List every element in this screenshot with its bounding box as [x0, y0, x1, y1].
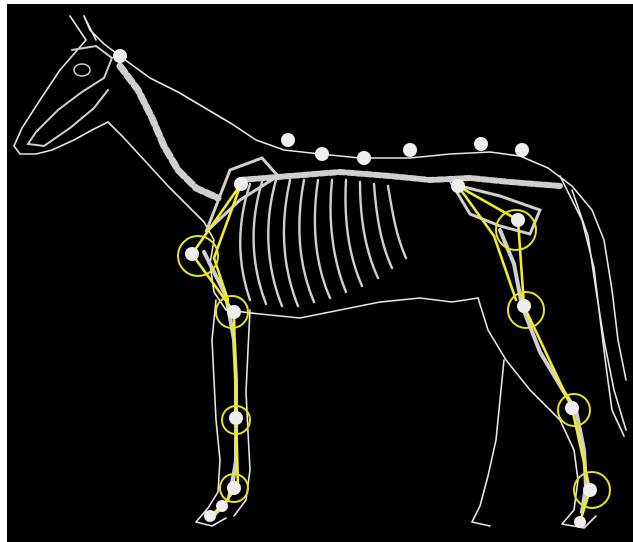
back-marker-1	[315, 147, 329, 161]
white-markers	[113, 49, 597, 528]
croup-marker-1	[474, 137, 488, 151]
horse-skeleton-figure	[7, 4, 633, 542]
horse-anatomy-canvas	[7, 4, 633, 542]
stifle-marker	[511, 213, 525, 227]
horse-skeleton	[28, 46, 586, 516]
hip-marker	[451, 179, 465, 193]
croup-marker-2	[515, 143, 529, 157]
fore-fetlock-marker	[227, 481, 241, 495]
fore-pastern-marker	[216, 500, 228, 512]
hind-cannon-marker	[565, 401, 579, 415]
knee-marker	[229, 411, 243, 425]
shoulder-point-marker	[234, 177, 248, 191]
back-marker-3	[403, 143, 417, 157]
fore-hoof-marker	[204, 510, 216, 522]
elbow-marker	[227, 305, 241, 319]
hock-marker	[517, 299, 531, 313]
poll-marker	[113, 49, 127, 63]
hind-fetlock-marker	[583, 483, 597, 497]
withers-marker-1	[281, 133, 295, 147]
hindlimb-line	[458, 186, 590, 522]
shoulder-joint-marker	[185, 247, 199, 261]
hind-hoof-marker	[574, 516, 586, 528]
back-marker-2	[357, 151, 371, 165]
